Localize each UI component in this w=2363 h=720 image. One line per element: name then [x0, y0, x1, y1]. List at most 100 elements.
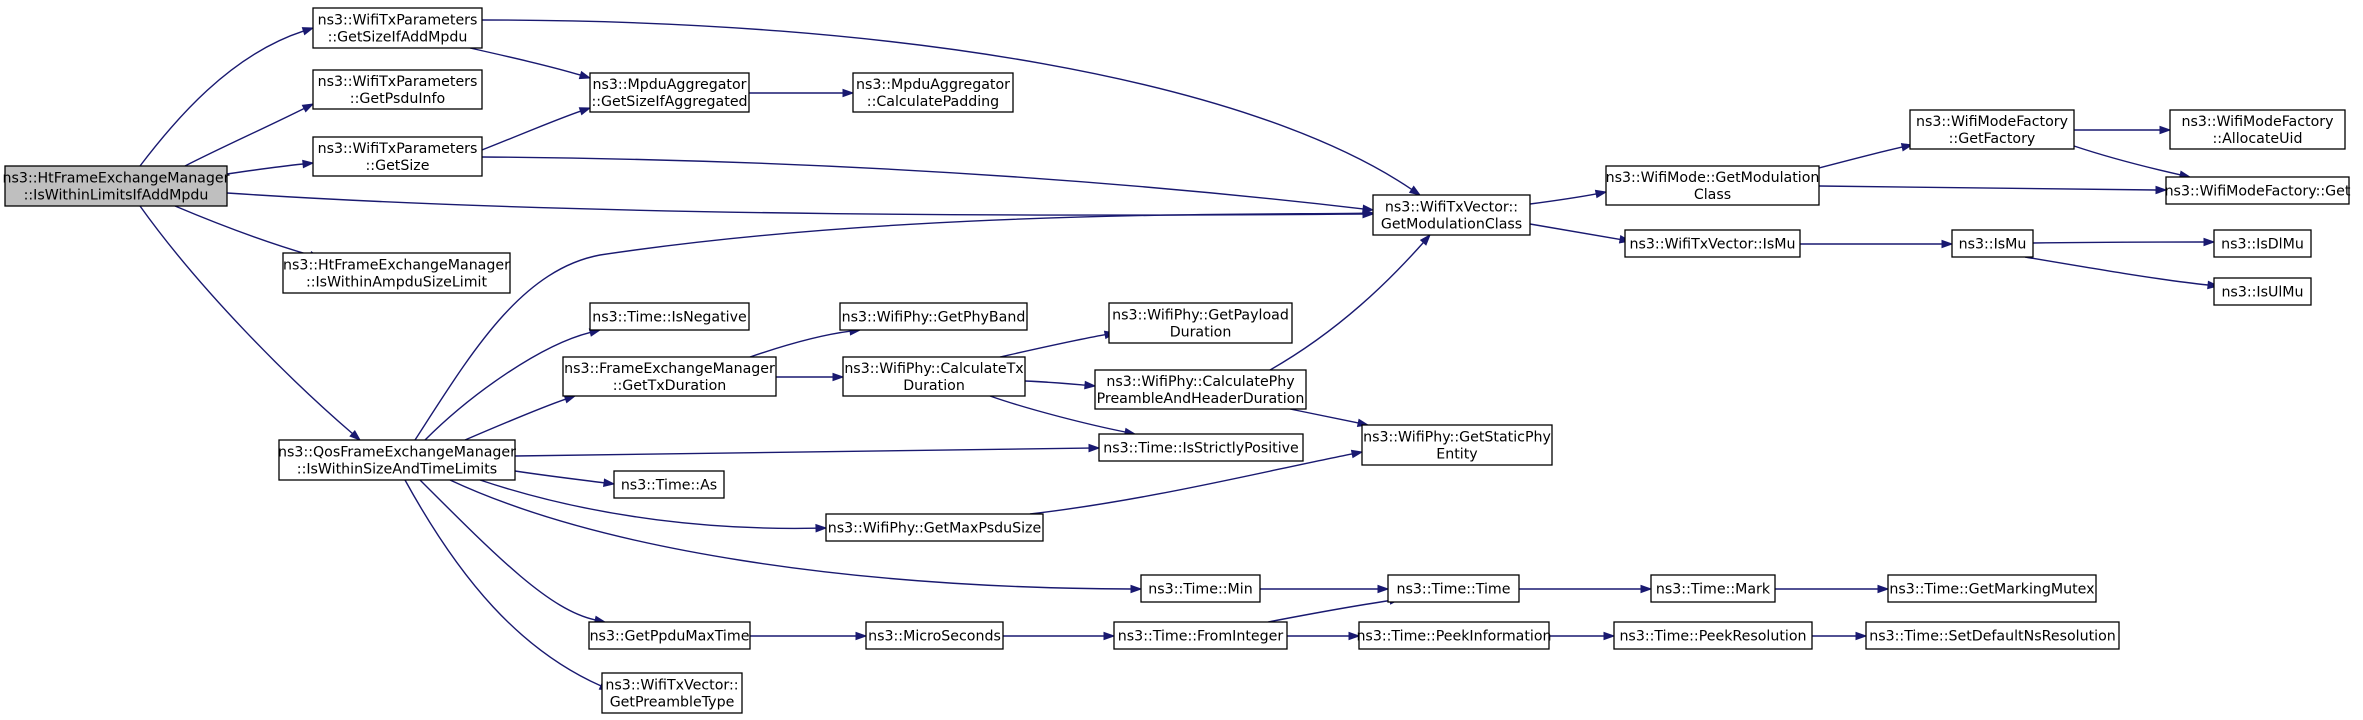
node-label-line: ns3::Time::PeekInformation	[1356, 629, 1551, 645]
edge-line	[174, 205, 311, 256]
node-isdlmu[interactable]: ns3::IsDlMu	[2213, 229, 2312, 258]
node-box	[601, 672, 743, 714]
node-qos[interactable]: ns3::QosFrameExchangeManager::IsWithinSi…	[278, 439, 516, 481]
node-mpagg[interactable]: ns3::MpduAggregator::GetSizeIfAggregated	[589, 72, 750, 113]
edge-wmfgf-to-wmfget	[2073, 145, 2192, 179]
node-isp[interactable]: ns3::Time::IsStrictlyPositive	[1098, 433, 1304, 462]
node-wmfgf[interactable]: ns3::WifiModeFactory::GetFactory	[1909, 109, 2075, 150]
edge-ismu-to-isulmu	[2024, 256, 2220, 290]
node-gs[interactable]: ns3::WifiTxParameters::GetSize	[312, 136, 483, 177]
node-box	[312, 7, 483, 49]
node-gmc[interactable]: ns3::WifiTxVector::GetModulationClass	[1372, 194, 1531, 236]
edge-root-to-gpi	[184, 103, 315, 167]
node-gmps[interactable]: ns3::WifiPhy::GetMaxPsduSize	[825, 513, 1044, 542]
edge-line	[139, 30, 304, 167]
node-gmm[interactable]: ns3::Time::GetMarkingMutex	[1887, 574, 2097, 603]
node-label-line: ::GetSizeIfAddMpdu	[328, 30, 468, 46]
node-box	[839, 302, 1028, 331]
node-peekres[interactable]: ns3::Time::PeekResolution	[1613, 621, 1813, 650]
node-root[interactable]: ns3::HtFrameExchangeManager::IsWithinLim…	[3, 165, 230, 207]
node-label-line: ns3::MpduAggregator	[856, 77, 1010, 93]
node-label-line: ns3::WifiPhy::CalculatePhy	[1106, 374, 1294, 390]
node-gpi[interactable]: ns3::WifiTxParameters::GetPsduInfo	[312, 69, 483, 110]
node-box	[1113, 621, 1288, 650]
node-isneg[interactable]: ns3::Time::IsNegative	[589, 302, 750, 331]
node-box	[588, 621, 751, 650]
nodes: ns3::HtFrameExchangeManager::IsWithinLim…	[3, 7, 2351, 714]
node-mark[interactable]: ns3::Time::Mark	[1650, 574, 1776, 603]
node-label-line: ns3::Time::Min	[1148, 582, 1252, 598]
edge-txismu-to-ismu	[1800, 239, 1954, 249]
node-label-line: ns3::FrameExchangeManager	[564, 361, 775, 377]
node-gpmt[interactable]: ns3::GetPpduMaxTime	[588, 621, 751, 650]
node-box	[1108, 302, 1293, 344]
node-label-line: ::GetPsduInfo	[350, 91, 445, 107]
edge-peekres-to-sdnr	[1812, 631, 1868, 641]
node-tmin[interactable]: ns3::Time::Min	[1140, 574, 1261, 603]
node-fegtx[interactable]: ns3::FrameExchangeManager::GetTxDuration	[562, 356, 777, 397]
node-label-line: ns3::MicroSeconds	[868, 629, 1001, 645]
edge-qos-to-fegtx	[464, 395, 577, 441]
node-fromint[interactable]: ns3::Time::FromInteger	[1113, 621, 1288, 650]
node-sdnr[interactable]: ns3::Time::SetDefaultNsResolution	[1865, 621, 2120, 650]
node-txismu[interactable]: ns3::WifiTxVector::IsMu	[1624, 229, 1801, 258]
node-label-line: ns3::WifiPhy::GetStaticPhy	[1363, 430, 1551, 446]
edge-line	[139, 205, 353, 435]
node-wmgmc[interactable]: ns3::WifiMode::GetModulationClass	[1605, 165, 1820, 206]
node-tas[interactable]: ns3::Time::As	[613, 470, 725, 499]
edge-gmc-to-wmgmc	[1529, 189, 1608, 205]
node-box	[589, 72, 750, 113]
node-gpt[interactable]: ns3::WifiTxVector::GetPreambleType	[601, 672, 743, 714]
node-label-line: ns3::WifiPhy::CalculateTx	[844, 361, 1023, 377]
node-htw[interactable]: ns3::HtFrameExchangeManager::IsWithinAmp…	[282, 252, 511, 294]
node-allocuid[interactable]: ns3::WifiModeFactory::AllocateUid	[2169, 109, 2346, 150]
arrowhead-icon	[603, 478, 616, 487]
node-calcpad[interactable]: ns3::MpduAggregator::CalculatePadding	[852, 72, 1014, 113]
edge-line	[1267, 599, 1391, 623]
node-ttime[interactable]: ns3::Time::Time	[1387, 574, 1520, 603]
node-box	[1951, 229, 2034, 258]
node-wmfget[interactable]: ns3::WifiModeFactory::Get	[2165, 176, 2351, 205]
edge-line	[989, 395, 1126, 433]
arrowhead-icon	[2203, 237, 2216, 247]
node-label-line: ::CalculatePadding	[867, 94, 999, 110]
arrowhead-icon	[832, 372, 845, 382]
edge-line	[469, 47, 581, 76]
node-box	[1865, 621, 2120, 650]
edge-qos-to-gpmt	[419, 479, 607, 624]
edge-calctx-to-cphd	[1024, 380, 1097, 390]
node-label-line: ns3::IsDlMu	[2221, 237, 2304, 253]
node-peekinfo[interactable]: ns3::Time::PeekInformation	[1356, 621, 1552, 650]
node-ismu[interactable]: ns3::IsMu	[1951, 229, 2034, 258]
edge-qos-to-isp	[514, 443, 1101, 457]
edge-line	[479, 479, 817, 530]
node-isulmu[interactable]: ns3::IsUlMu	[2213, 277, 2312, 306]
node-label-line: ns3::MpduAggregator	[593, 77, 747, 93]
edge-line	[514, 447, 1090, 457]
node-label-line: ::GetFactory	[1949, 131, 2036, 147]
edge-qos-to-gmc	[414, 208, 1375, 441]
node-gpb[interactable]: ns3::WifiPhy::GetPhyBand	[839, 302, 1028, 331]
edge-line	[481, 110, 581, 151]
edge-qos-to-tmin	[449, 479, 1143, 594]
arrowhead-icon	[1377, 584, 1390, 594]
node-gsiam[interactable]: ns3::WifiTxParameters::GetSizeIfAddMpdu	[312, 7, 483, 49]
arrowhead-icon	[1594, 189, 1608, 199]
node-box	[278, 439, 516, 481]
node-box	[1624, 229, 1801, 258]
node-label-line: ns3::Time::As	[621, 478, 717, 494]
edge-gsiam-to-gmc	[481, 19, 1422, 196]
edge-cphd-to-gspe	[1289, 408, 1370, 427]
edge-gmps-to-gspe	[1029, 449, 1364, 515]
node-cphd[interactable]: ns3::WifiPhy::CalculatePhyPreambleAndHea…	[1094, 369, 1307, 410]
node-label-line: ns3::Time::PeekResolution	[1619, 629, 1806, 645]
edge-line	[414, 212, 1364, 441]
node-box	[842, 356, 1026, 397]
edge-calctx-to-gpd	[999, 330, 1117, 358]
node-micro[interactable]: ns3::MicroSeconds	[865, 621, 1004, 650]
node-label-line: ns3::Time::GetMarkingMutex	[1889, 582, 2094, 598]
